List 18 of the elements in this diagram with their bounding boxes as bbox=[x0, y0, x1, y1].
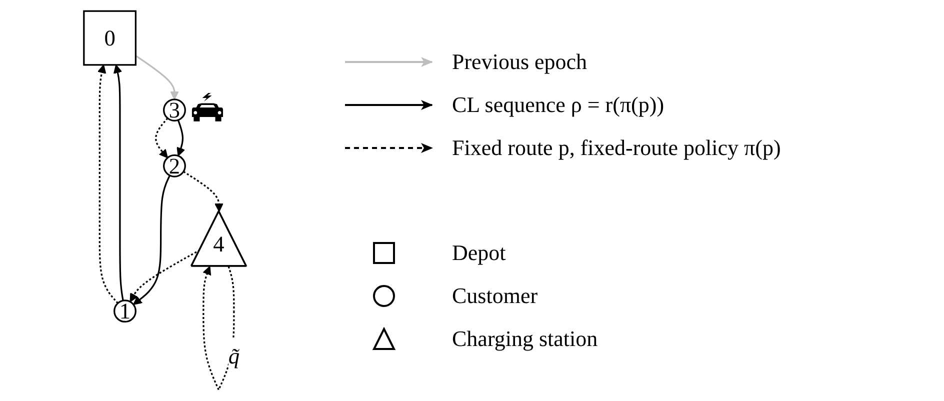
legend-label: Customer bbox=[452, 283, 538, 309]
node-circle: 3 bbox=[163, 98, 186, 122]
node-circle: 1 bbox=[114, 300, 136, 323]
node-box: 0 bbox=[83, 10, 136, 66]
arrow bbox=[155, 118, 168, 158]
arrow bbox=[97, 64, 118, 304]
legend-label: Previous epoch bbox=[452, 49, 588, 75]
legend-label: Charging station bbox=[452, 326, 598, 352]
legend-label: Fixed route p, fixed-route policy π(p) bbox=[452, 135, 781, 161]
legend-label: Depot bbox=[452, 240, 506, 266]
arrow bbox=[133, 175, 171, 305]
arrow bbox=[135, 55, 179, 100]
arrow bbox=[183, 170, 224, 212]
legend-label: CL sequence ρ = r(π(p)) bbox=[452, 92, 664, 118]
node-circle: 2 bbox=[163, 154, 186, 178]
edge-label: q̃ bbox=[228, 343, 240, 368]
arrow bbox=[113, 64, 124, 301]
arrow bbox=[176, 120, 186, 156]
